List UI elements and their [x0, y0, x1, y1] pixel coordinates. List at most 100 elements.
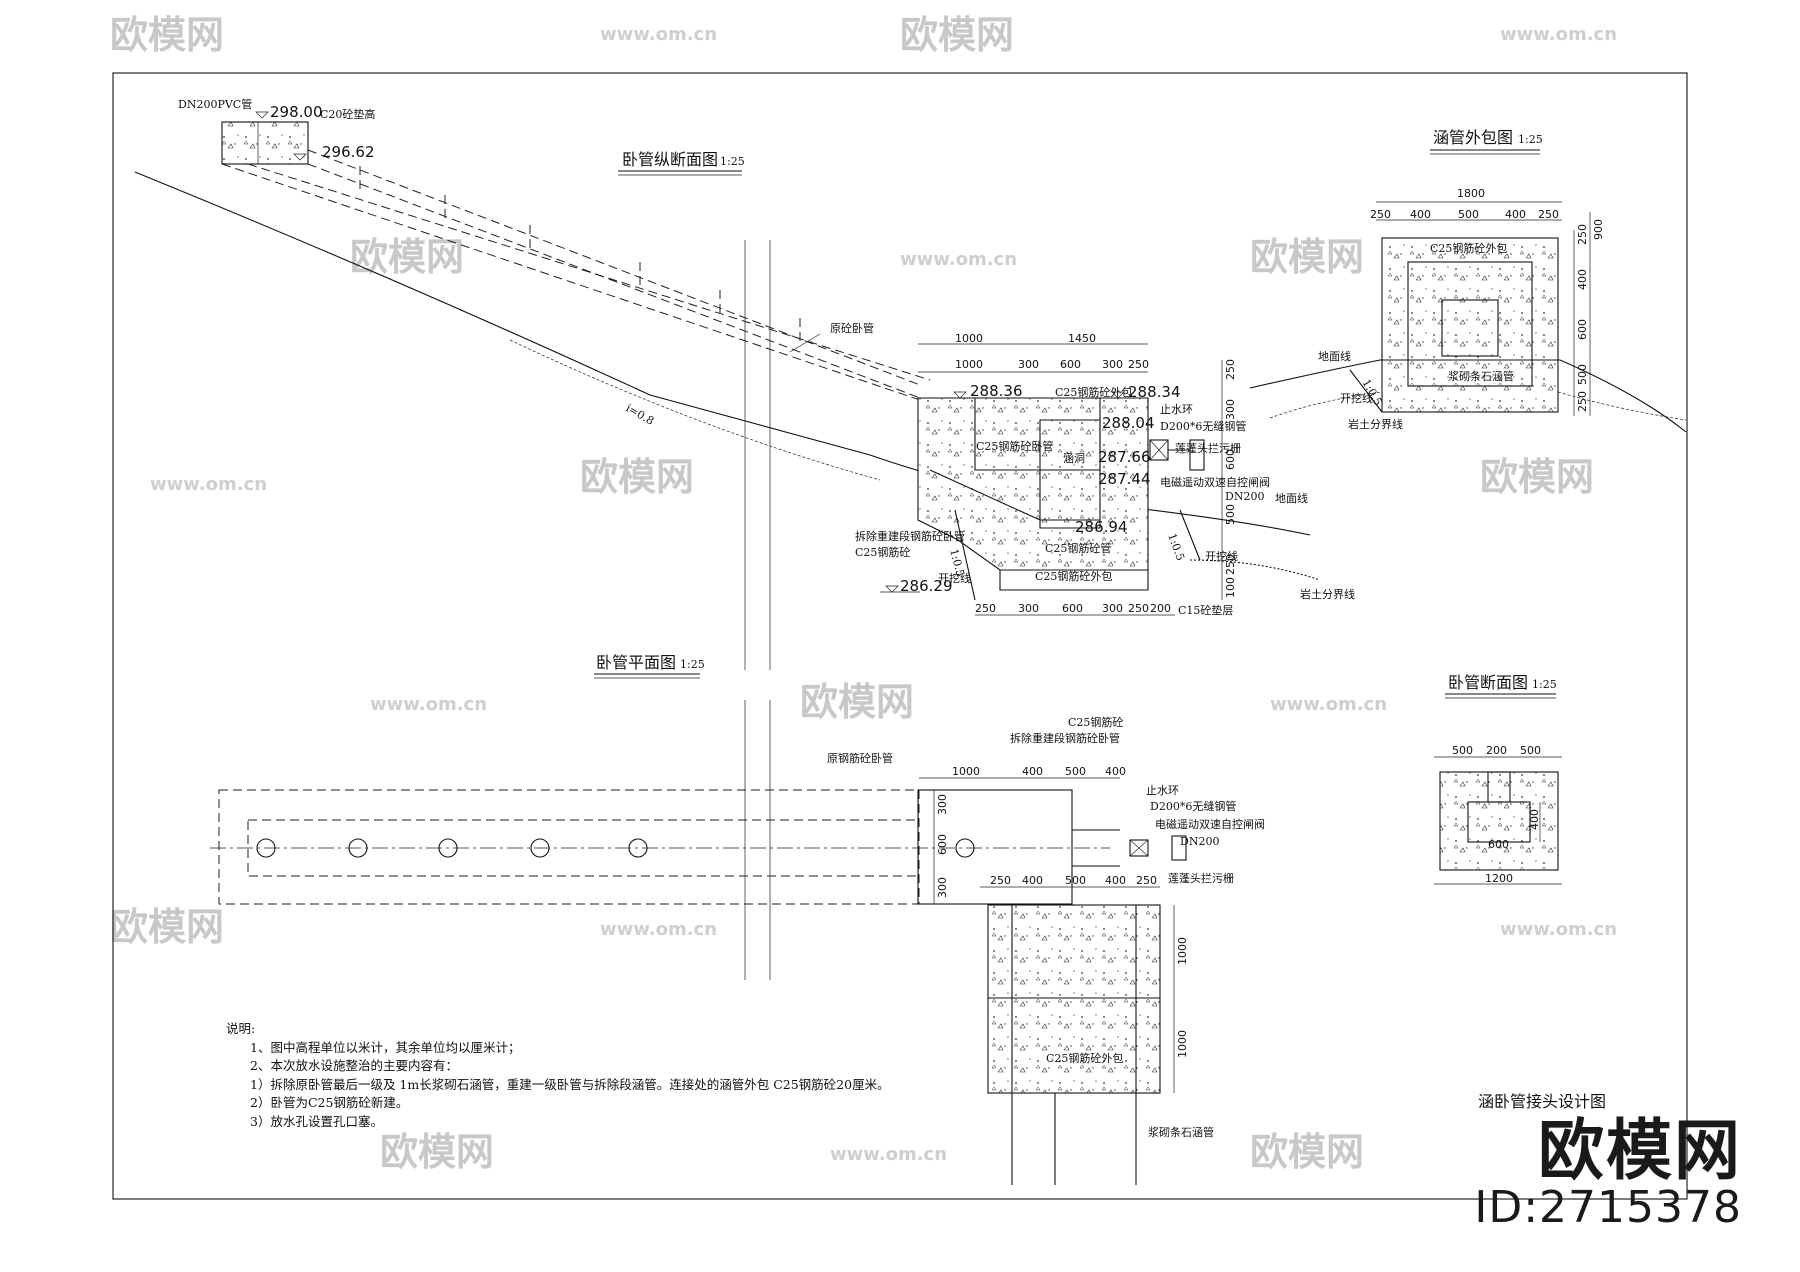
- elevation-288-34: 288.34: [1128, 383, 1181, 401]
- watermark-url: www.om.cn: [1500, 919, 1617, 940]
- stop-ring-label: 止水环: [1160, 403, 1193, 416]
- dim-text: 1800: [1457, 187, 1485, 200]
- dim-text: 250: [975, 602, 996, 615]
- elevation-287-66: 287.66: [1098, 448, 1151, 466]
- drawing-frame: [112, 72, 1688, 1200]
- elevation-286-94: 286.94: [1075, 518, 1128, 536]
- dim-text: 1000: [1176, 937, 1189, 965]
- plan-stop-ring-label: 止水环: [1146, 784, 1179, 797]
- orig-pipe-label: 原砼卧管: [830, 321, 874, 335]
- ratio-label-b: 1:0.5: [1165, 532, 1187, 563]
- demolish-label: 拆除重建段钢筋砼卧管: [855, 529, 965, 543]
- brand-id: ID:2715378: [1474, 1181, 1742, 1233]
- dim-text: 300: [1018, 358, 1039, 371]
- plan-c25-wrap: [987, 904, 1161, 1094]
- ground-label: 地面线: [1275, 491, 1308, 505]
- dim-text: 250: [1224, 554, 1237, 575]
- c25-pipe2-label: C25钢筋砼管: [1045, 541, 1111, 555]
- note-line: 1）拆除原卧管最后一级及 1m长浆砌石涵管，重建一级卧管与拆除段涵管。连接处的涵…: [250, 1077, 890, 1092]
- pipe-section-title: 卧管断面图: [1448, 673, 1528, 692]
- dim-text: 600: [1062, 602, 1083, 615]
- dim-text: 250: [1576, 224, 1589, 245]
- plan-scale: 1:25: [680, 658, 705, 671]
- dim-text: 1000: [952, 765, 980, 778]
- plan-masonry-label: 浆砌条石涵管: [1148, 1125, 1214, 1139]
- dim-text: 300: [1018, 602, 1039, 615]
- dim-text: 500: [1520, 744, 1541, 757]
- watermark-logo: 欧模网: [110, 905, 224, 949]
- dim-text: 500: [1576, 364, 1589, 385]
- profile-view: 卧管纵断面图 1:25 DN200PVC管 C20砼垫高 298.00 296.…: [134, 97, 1355, 670]
- watermark-logo: 欧模网: [350, 235, 464, 279]
- culvert-section-scale: 1:25: [1518, 133, 1543, 146]
- culvert-section-view: 涵管外包图 1:25 1800 250 400 500 400 250 900 …: [1249, 128, 1687, 433]
- dim-text: 600: [1224, 449, 1237, 470]
- culvert-masonry: [1407, 261, 1533, 387]
- plan-c25-label: C25钢筋砼: [1068, 715, 1123, 729]
- c20-label: C20砼垫高: [320, 107, 375, 121]
- dim-text: 400: [1505, 208, 1526, 221]
- plan-valve-label: 电磁遥动双速自控闸阀: [1155, 817, 1265, 831]
- dim-text: 500: [1452, 744, 1473, 757]
- watermark-url: www.om.cn: [1500, 24, 1617, 45]
- dim-text: 1000: [955, 358, 983, 371]
- plan-dn200-label: DN200: [1180, 835, 1219, 848]
- watermark-logo: 欧模网: [800, 680, 914, 724]
- elevation-296-62: 296.62: [322, 143, 375, 161]
- pipe-section-view: 卧管断面图 1:25 500 200 500 600 400 1200: [1434, 673, 1562, 885]
- dim-text: 400: [1105, 765, 1126, 778]
- dim-text: 100: [1224, 577, 1237, 598]
- dim-text: 900: [1592, 219, 1605, 240]
- elevation-287-44: 287.44: [1098, 470, 1151, 488]
- dim-text: 400: [1022, 765, 1043, 778]
- plan-steel-pipe-label: D200*6无缝钢管: [1150, 799, 1236, 813]
- watermark-logo: 欧模网: [580, 455, 694, 499]
- watermark-layer: 欧模网 欧模网 www.om.cn www.om.cn 欧模网 欧模网 www.…: [110, 13, 1617, 1174]
- dim-text: 250: [990, 874, 1011, 887]
- elevation-298-00: 298.00: [270, 103, 323, 121]
- pipe-section-scale: 1:25: [1532, 678, 1557, 691]
- dim-text: 600: [1576, 319, 1589, 340]
- c20-block: [221, 121, 309, 165]
- elevation-286-29: 286.29: [900, 577, 953, 595]
- dim-text: 250: [1128, 602, 1149, 615]
- dim-text: 300: [936, 877, 949, 898]
- profile-scale: 1:25: [720, 155, 745, 168]
- dim-text: 400: [1410, 208, 1431, 221]
- dim-text: 300: [936, 794, 949, 815]
- brand-badge: 欧模网 ID:2715378: [1474, 1117, 1742, 1233]
- pipe-section-wrap: [1439, 771, 1559, 871]
- dim-text: 250: [1224, 359, 1237, 380]
- dim-text: 500: [1224, 504, 1237, 525]
- notes-heading: 说明:: [226, 1021, 255, 1036]
- plan-view: 卧管平面图 1:25 原钢筋砼卧管 拆除重建段钢筋砼卧管 C25钢筋砼 止水环 …: [210, 653, 1265, 1185]
- dim-text: 1000: [955, 332, 983, 345]
- sheet-title: 涵卧管接头设计图: [1478, 1092, 1606, 1111]
- steel-pipe-label: D200*6无缝钢管: [1160, 419, 1246, 433]
- watermark-logo: 欧模网: [1250, 1130, 1364, 1174]
- culvert-wrap: [1381, 237, 1559, 413]
- dim-text: 600: [936, 834, 949, 855]
- culvert-excavation-label: 开挖线: [1340, 391, 1373, 405]
- trash-rack-label: 莲蓬头拦污栅: [1175, 441, 1241, 455]
- plan-c25-wrap-label: C25钢筋砼外包: [1046, 1051, 1123, 1065]
- culvert-rock-soil-label: 岩土分界线: [1348, 417, 1403, 431]
- dim-text: 250: [1128, 358, 1149, 371]
- culvert-ground-line: [1249, 359, 1687, 433]
- excavation-label-2: 开挖线: [938, 571, 971, 585]
- watermark-url: www.om.cn: [1270, 694, 1387, 715]
- c25-label: C25钢筋砼: [855, 545, 910, 559]
- watermark-url: www.om.cn: [600, 919, 717, 940]
- watermark-logo: 欧模网: [1480, 455, 1594, 499]
- orig-pipe-plan: [218, 789, 920, 905]
- dim-text: 500: [1065, 874, 1086, 887]
- watermark-logo: 欧模网: [110, 13, 224, 57]
- culvert-wrap-label: C25钢筋砼外包: [1430, 241, 1507, 255]
- dim-text: 300: [1224, 399, 1237, 420]
- dn200-label: DN200: [1225, 490, 1264, 503]
- plan-demolish-label: 拆除重建段钢筋砼卧管: [1010, 731, 1120, 745]
- dim-text: 250: [1538, 208, 1559, 221]
- dim-text: 200: [1150, 602, 1171, 615]
- new-pipe-plan: [917, 789, 1073, 905]
